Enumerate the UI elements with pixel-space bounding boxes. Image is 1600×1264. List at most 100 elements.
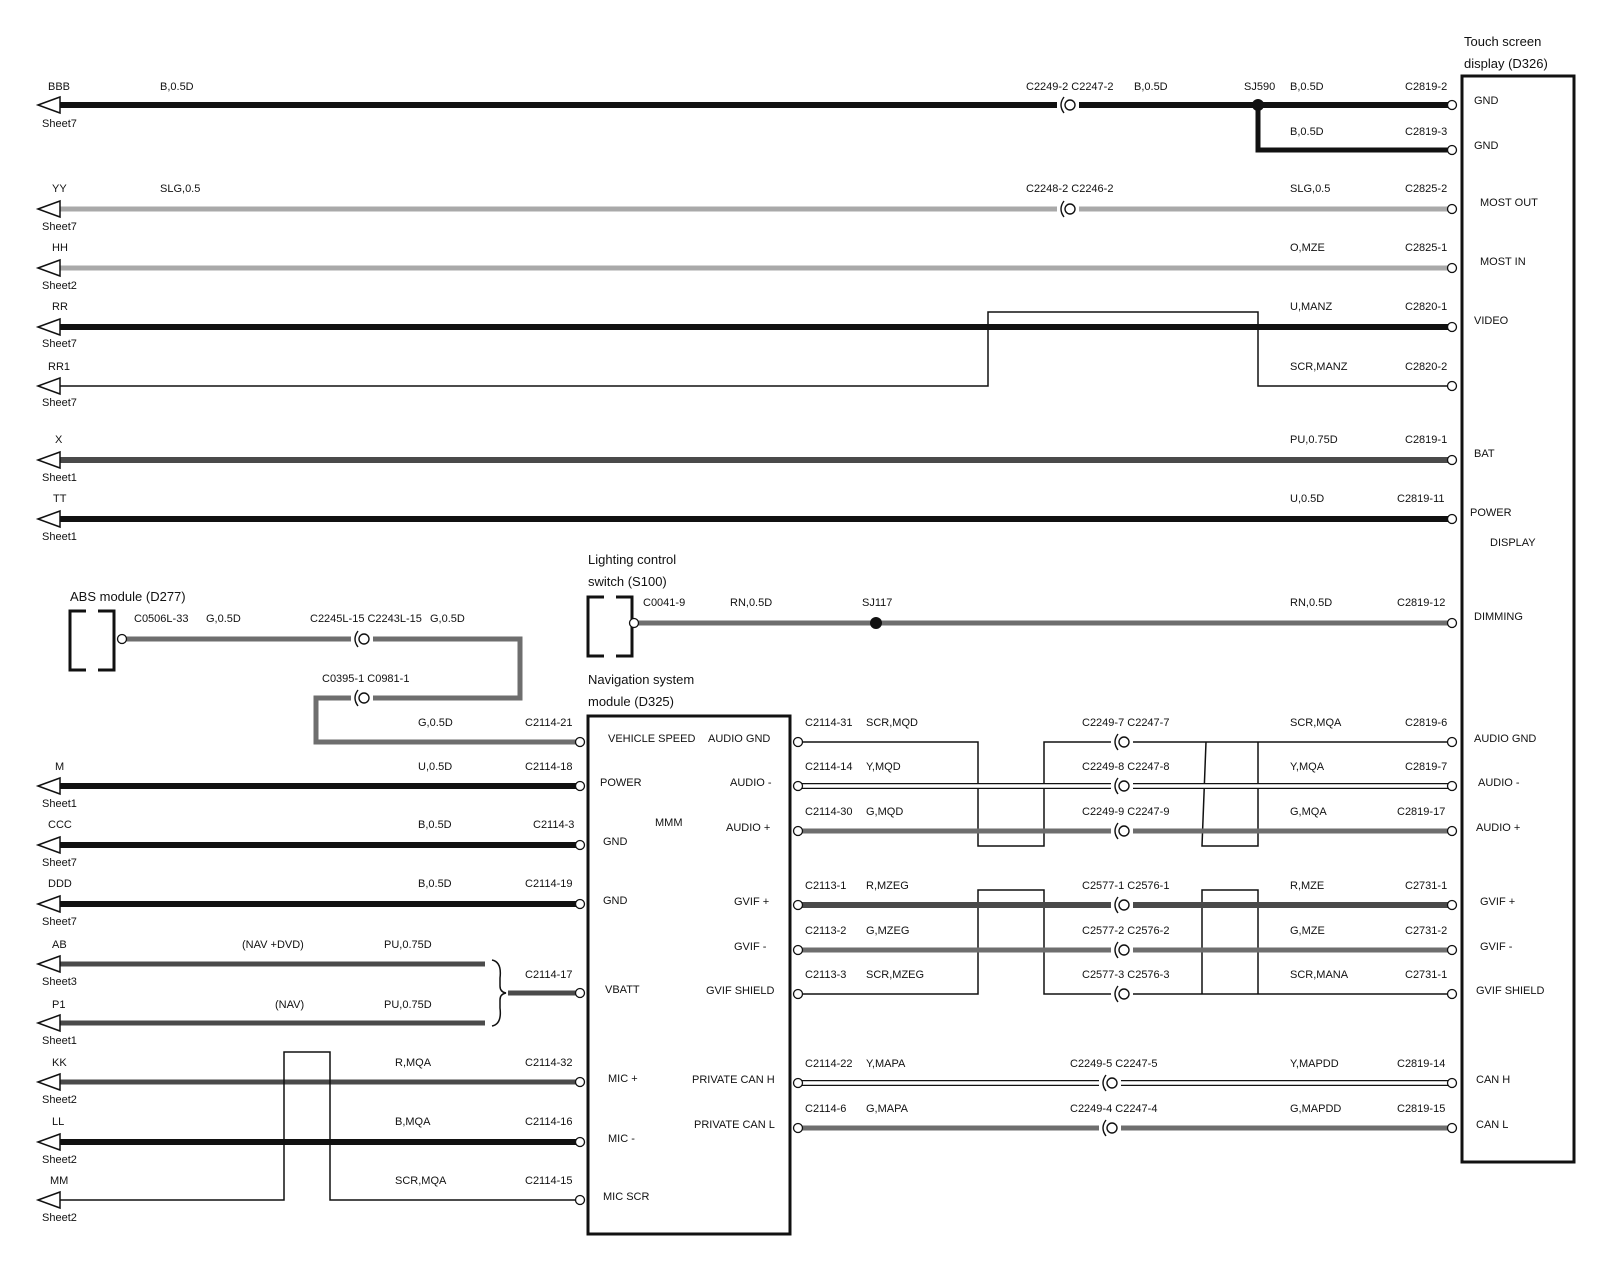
pin-terminals	[116, 99, 1458, 1206]
connector-bracket-icon	[1114, 941, 1119, 959]
wire-spec: B,MQA	[395, 1116, 431, 1128]
pin-terminal-icon	[574, 987, 586, 999]
sheet-ref: Sheet7	[42, 118, 77, 130]
connector-bracket-icon	[1114, 985, 1119, 1003]
sheet-arrow-icon	[35, 95, 61, 115]
sheet-ref: Sheet2	[42, 1094, 77, 1106]
pin-terminal-icon	[1446, 944, 1458, 956]
pin-terminal-icon	[792, 899, 804, 911]
nav-pin-name: GND	[603, 836, 628, 848]
pin-label: C2114-15	[525, 1175, 573, 1187]
pin-label: C2819-14	[1397, 1058, 1445, 1070]
wire-ref: X	[55, 434, 63, 446]
wire-ref: M	[55, 761, 64, 773]
pin-terminal-icon	[1446, 1122, 1458, 1134]
connector-label: C2249-9 C2247-9	[1082, 806, 1169, 818]
wire-gvif-shield-loop	[1201, 889, 1259, 994]
pin-terminal-icon	[792, 988, 804, 1000]
wire-spec: SCR,MANZ	[1290, 361, 1348, 373]
pin-terminal-icon	[1446, 899, 1458, 911]
splice-sj590-dot	[1252, 99, 1264, 111]
display-pin-name: AUDIO -	[1478, 777, 1520, 789]
navigation-module-box	[586, 714, 792, 1236]
display-pin-name: GVIF -	[1480, 941, 1513, 953]
nav-pin-name: VBATT	[605, 984, 640, 996]
sheet-ref: Sheet1	[42, 1035, 77, 1047]
wire-spec: R,MQA	[395, 1057, 432, 1069]
pin-label: C2825-1	[1405, 242, 1447, 254]
wire-spec: B,0.5D	[1134, 81, 1168, 93]
display-section-label: DISPLAY	[1490, 537, 1536, 549]
sheet-arrow-icon	[35, 450, 61, 470]
pin-label: C2819-2	[1405, 81, 1447, 93]
connector-label: C2245L-15 C2243L-15	[310, 613, 422, 625]
pin-label: C2113-1	[805, 880, 846, 892]
lighting-switch-title-1: Lighting control	[588, 552, 676, 567]
sheet-arrow-icon	[35, 199, 61, 219]
wire-spec: O,MZE	[1290, 242, 1325, 254]
nav-pin-name: PRIVATE CAN L	[694, 1119, 775, 1131]
connector-bracket-icon	[354, 689, 359, 707]
sheet-arrow-icon	[35, 317, 61, 337]
connector-icon	[358, 692, 370, 704]
pin-label: C2731-2	[1405, 925, 1447, 937]
wire-spec: B,0.5D	[418, 878, 452, 890]
wire-ref: MM	[50, 1175, 68, 1187]
pin-label: C2819-1	[1405, 434, 1447, 446]
pin-terminal-icon	[574, 839, 586, 851]
nav-pin-name: AUDIO -	[730, 777, 772, 789]
nav-pin-name: PRIVATE CAN H	[692, 1074, 775, 1086]
sheet-ref: Sheet1	[42, 798, 77, 810]
wire-spec: PU,0.75D	[384, 999, 432, 1011]
pin-terminal-icon	[1446, 1077, 1458, 1089]
sheet-arrow-icon	[35, 376, 61, 396]
display-pin-name: GVIF SHIELD	[1476, 985, 1545, 997]
pin-label: C2731-1	[1405, 880, 1447, 892]
touch-screen-display-box	[1460, 74, 1576, 1164]
pin-terminal-icon	[792, 825, 804, 837]
nav-pin-name: MIC SCR	[603, 1191, 650, 1203]
pin-terminal-icon	[1446, 513, 1458, 525]
pin-terminal-icon	[574, 898, 586, 910]
wire-spec: B,0.5D	[1290, 81, 1324, 93]
pin-label: C2819-17	[1397, 806, 1445, 818]
pin-terminal-icon	[1446, 99, 1458, 111]
touch-screen-title-1: Touch screen	[1464, 34, 1541, 49]
connector-icon	[1118, 944, 1130, 956]
wire-spec: SCR,MZEG	[866, 969, 924, 981]
pin-terminal-icon	[792, 944, 804, 956]
display-pin-name: GND	[1474, 95, 1499, 107]
sheet-arrow-icon	[35, 776, 61, 796]
wire-spec: G,0.5D	[206, 613, 241, 625]
connector-bracket-icon	[1102, 1119, 1107, 1137]
wire-spec: U,MANZ	[1290, 301, 1332, 313]
sheet-ref: Sheet2	[42, 280, 77, 292]
nav-pin-name: GND	[603, 895, 628, 907]
connector-label: C0395-1 C0981-1	[322, 673, 409, 685]
pin-label: C2819-7	[1405, 761, 1447, 773]
pin-terminal-icon	[1446, 780, 1458, 792]
nav-pin-name: AUDIO +	[726, 822, 770, 834]
pin-label: C2113-3	[805, 969, 846, 981]
connector-icon	[1118, 736, 1130, 748]
wire-abs-vehicle-speed	[122, 636, 580, 745]
display-pin-name: GND	[1474, 140, 1499, 152]
pin-terminal-icon	[792, 1077, 804, 1089]
sheet-arrow-icon	[35, 1013, 61, 1033]
pin-label: C2114-14	[805, 761, 853, 773]
display-pin-name: DIMMING	[1474, 611, 1523, 623]
connector-label: C2249-4 C2247-4	[1070, 1103, 1157, 1115]
wire-spec: SCR,MQD	[866, 717, 918, 729]
splice-label: SJ117	[862, 597, 892, 609]
abs-module-title: ABS module (D277)	[70, 589, 186, 604]
wire-spec: Y,MQD	[866, 761, 901, 773]
wire-spec: B,0.5D	[160, 81, 194, 93]
wire-spec: B,0.5D	[1290, 126, 1324, 138]
wire-ref: KK	[52, 1057, 67, 1069]
wire-spec: SCR,MQA	[1290, 717, 1342, 729]
wire-ref: YY	[52, 183, 67, 195]
display-pin-name: MOST IN	[1480, 256, 1526, 268]
sheet-ref: Sheet2	[42, 1212, 77, 1224]
display-pin-name: CAN H	[1476, 1074, 1510, 1086]
